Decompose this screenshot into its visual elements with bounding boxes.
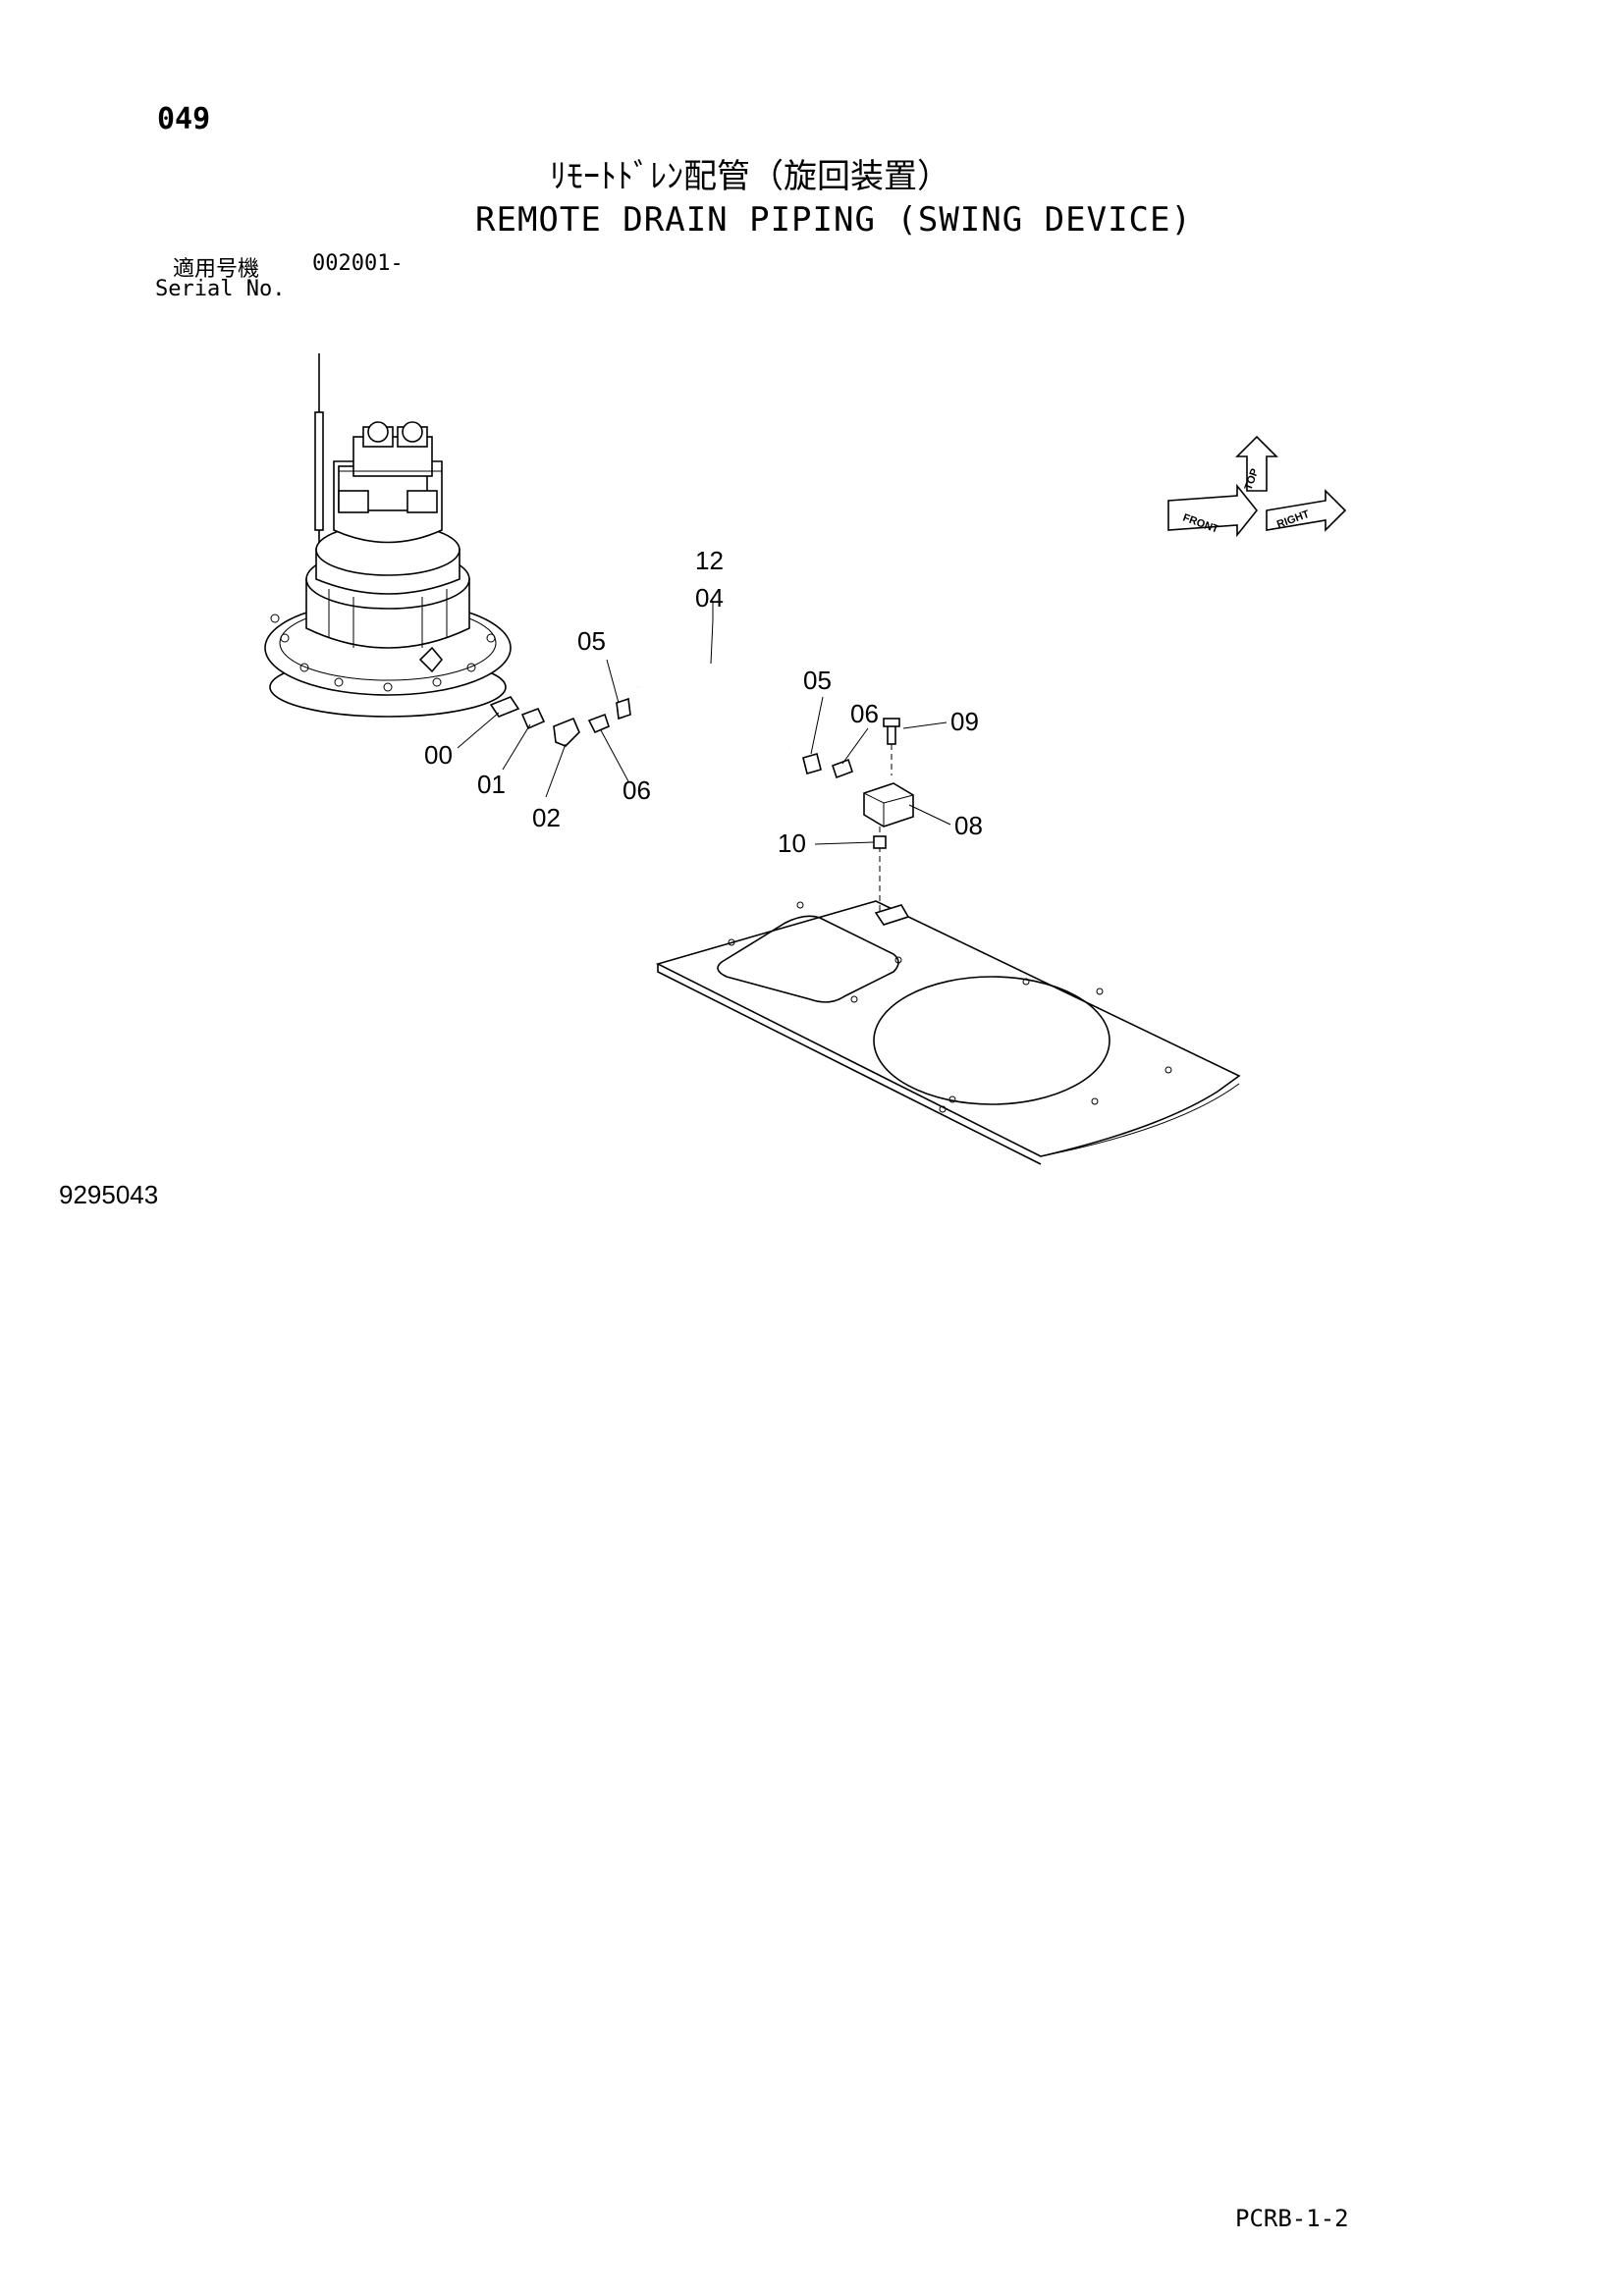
callout-12: 12 — [695, 546, 724, 575]
title-english: REMOTE DRAIN PIPING (SWING DEVICE) — [475, 200, 1192, 240]
callout-06-left: 06 — [623, 775, 651, 805]
fitting-05-clamp-left — [616, 697, 631, 721]
fitting-00-connector — [489, 696, 520, 718]
title-japanese: ﾘﾓｰﾄﾄﾞﾚﾝ配管（旋回装置） — [550, 157, 950, 196]
callout-05-right: 05 — [803, 666, 832, 695]
sheet-code: PCRB-1-2 — [1235, 2205, 1349, 2232]
callout-04: 04 — [695, 583, 724, 613]
callout-10: 10 — [778, 828, 806, 858]
fitting-06-adapter-right — [831, 758, 854, 779]
bolt-10 — [873, 835, 887, 849]
front-arrow — [1167, 483, 1259, 538]
drawing-number: 9295043 — [59, 1180, 159, 1209]
fitting-06-adapter-left — [587, 713, 610, 734]
fitting-01-adapter — [520, 707, 546, 730]
right-arrow — [1266, 489, 1347, 532]
bracket-08 — [863, 782, 914, 828]
fitting-02-elbow — [553, 717, 580, 747]
callout-08: 08 — [954, 811, 983, 840]
serial-label-english: Serial No. — [155, 277, 286, 301]
fitting-05-clamp-right — [802, 753, 822, 774]
callout-09: 09 — [950, 707, 979, 736]
swing-device-assembly — [264, 353, 512, 718]
page-number: 049 — [157, 102, 211, 136]
orientation-compass: FRONT TOP RIGHT — [1167, 435, 1347, 538]
callout-01: 01 — [477, 770, 506, 799]
bolt-09 — [883, 718, 900, 745]
inspection-opening-large — [873, 976, 1110, 1105]
callout-05-left: 05 — [577, 626, 606, 656]
inspection-opening-small — [717, 915, 899, 1003]
serial-label-japanese: 適用号機 — [173, 257, 260, 282]
serial-range: 002001- — [312, 251, 404, 276]
callout-06-right: 06 — [850, 699, 879, 728]
leader-lines — [457, 601, 951, 845]
callout-02: 02 — [532, 803, 561, 832]
dipstick-tube — [314, 411, 324, 531]
callout-00: 00 — [424, 740, 453, 770]
undercover-plate — [655, 900, 1241, 1165]
top-arrow — [1235, 435, 1278, 492]
